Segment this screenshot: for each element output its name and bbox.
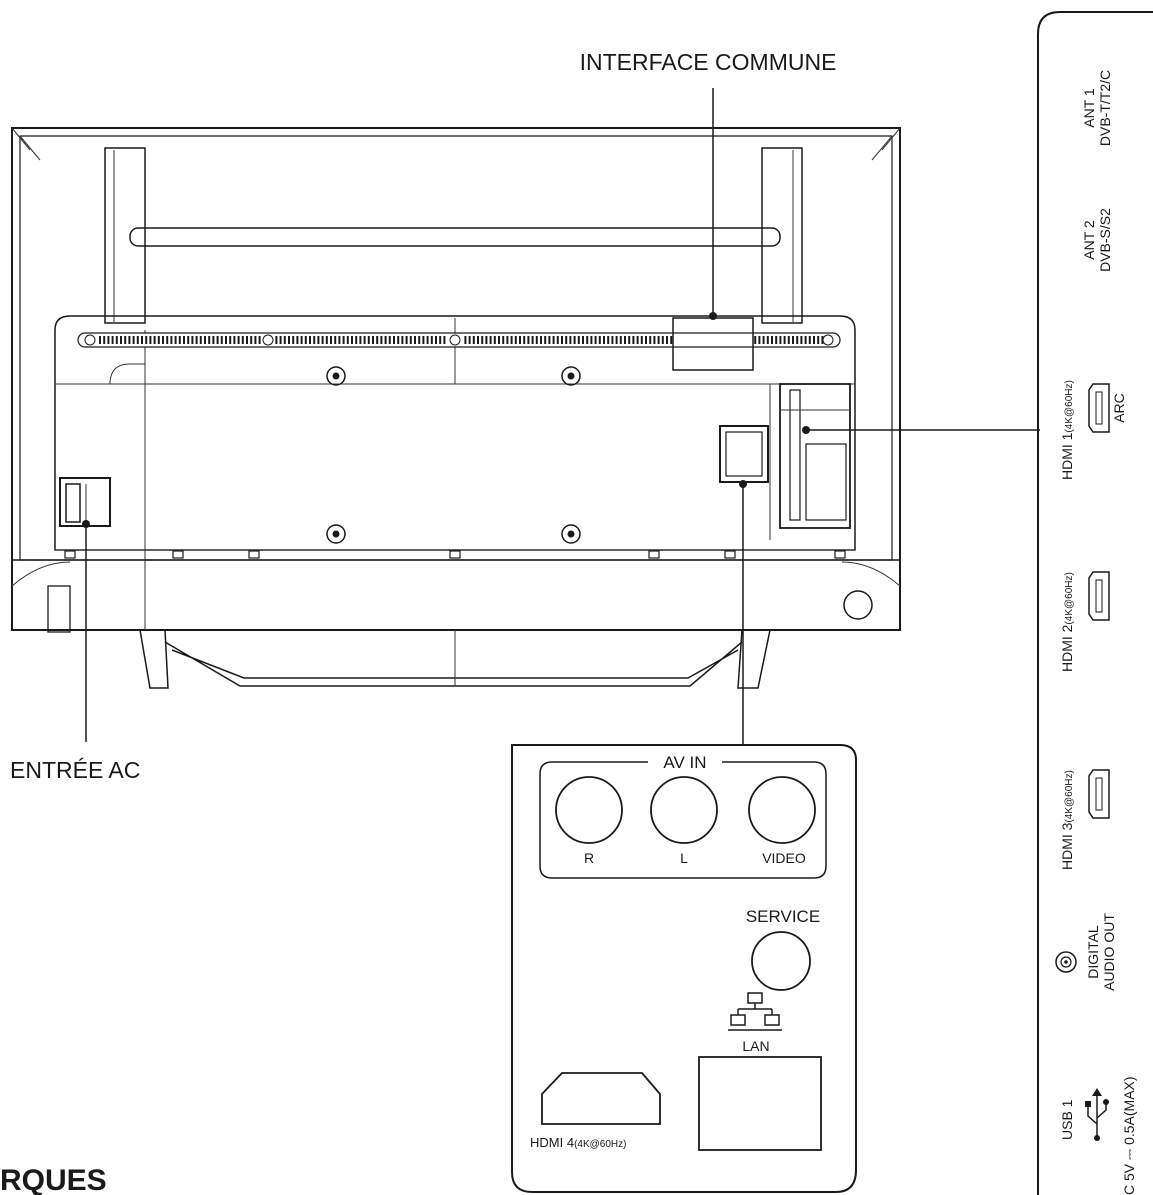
hdmi3-label: HDMI 3(4K@60Hz): [1059, 770, 1075, 870]
service-port: [751, 931, 811, 991]
jack-r-label: R: [584, 850, 594, 866]
horizontal-bar: [129, 227, 781, 247]
ant1-line1: ANT 1: [1081, 88, 1097, 128]
side-port-panel-inset: [779, 383, 851, 529]
hdmi2-label: HDMI 2(4K@60Hz): [1059, 572, 1075, 672]
hdmi2-port-icon: [1088, 571, 1110, 621]
ant2-line1: ANT 2: [1081, 220, 1097, 260]
hdmi3-port-icon: [1088, 769, 1110, 819]
lan-port: [698, 1056, 822, 1151]
av-panel-outline: [511, 744, 857, 1193]
hdmi3: HDMI 3(4K@60Hz): [1059, 769, 1110, 870]
chassis: [54, 315, 856, 551]
jack-video: VIDEO: [748, 776, 816, 866]
ant1: ANT 1 DVB-T/T2/C: [1081, 70, 1113, 146]
av-in-title: AV IN: [663, 753, 706, 772]
stand-right-foot: [737, 629, 771, 689]
lan-label: LAN: [742, 1038, 769, 1054]
hdmi2: HDMI 2(4K@60Hz): [1059, 571, 1110, 672]
right-brace: [761, 147, 803, 324]
ac-input-socket: [59, 477, 111, 527]
side-panel-outline: [1037, 11, 1153, 1195]
rear-av-port-block: [719, 425, 769, 483]
base-slot-left: [47, 585, 71, 633]
hdmi1: HDMI 1(4K@60Hz) ARC: [1059, 380, 1127, 480]
usb-power-label: C 5V ⎓ 0.5A(MAX): [1121, 1076, 1137, 1195]
tv-back: [11, 127, 901, 689]
av-panel: AV IN R L VIDEO SERVICE LAN: [511, 744, 857, 1193]
ant2: ANT 2 DVB-S/S2: [1081, 208, 1113, 272]
screw-4: [561, 524, 581, 544]
av-in-group-frame: [539, 761, 827, 879]
stand-left-foot: [139, 629, 169, 689]
jack-l: L: [650, 776, 718, 866]
screw-2: [561, 366, 581, 386]
section-heading: RQUES: [0, 1164, 107, 1195]
jack-r: R: [555, 776, 623, 866]
optical-port-icon: [1055, 951, 1077, 973]
usb1: USB 1 C 5V ⎓ 0.5A(MAX): [1059, 1076, 1137, 1195]
leader-lines: [82, 88, 1040, 745]
ant2-line2: DVB-S/S2: [1097, 208, 1113, 272]
screw-3: [326, 524, 346, 544]
vent-slots: [99, 336, 828, 344]
label-ac-input: ENTRÉE AC: [10, 757, 140, 783]
hdmi4-label: HDMI 4(4K@60Hz): [530, 1135, 626, 1150]
digital-line2: AUDIO OUT: [1101, 913, 1117, 991]
stand-bar: [164, 641, 743, 687]
arc-label: ARC: [1111, 393, 1127, 423]
usb1-label: USB 1: [1059, 1099, 1075, 1140]
jack-l-label: L: [680, 850, 688, 866]
base-button: [843, 590, 873, 620]
hdmi1-label: HDMI 1(4K@60Hz): [1059, 380, 1075, 480]
lan-icon: [728, 992, 782, 1031]
hdmi1-port-icon: [1088, 383, 1110, 433]
usb-icon: [1085, 1088, 1109, 1141]
ant1-line2: DVB-T/T2/C: [1097, 70, 1113, 146]
service-label: SERVICE: [746, 907, 820, 926]
left-brace: [104, 147, 146, 324]
tv-inner-frame: [19, 135, 893, 561]
hdmi4-port: [541, 1072, 661, 1125]
digital-line1: DIGITAL: [1085, 925, 1101, 979]
side-port-panel: ANT 1 DVB-T/T2/C ANT 2 DVB-S/S2 HDMI 1(4…: [1037, 11, 1153, 1195]
jack-video-label: VIDEO: [762, 850, 806, 866]
tv-outer-frame: [11, 127, 901, 631]
label-common-interface: INTERFACE COMMUNE: [580, 49, 837, 75]
screw-1: [326, 366, 346, 386]
digital-audio-out: DIGITAL AUDIO OUT: [1055, 913, 1117, 991]
